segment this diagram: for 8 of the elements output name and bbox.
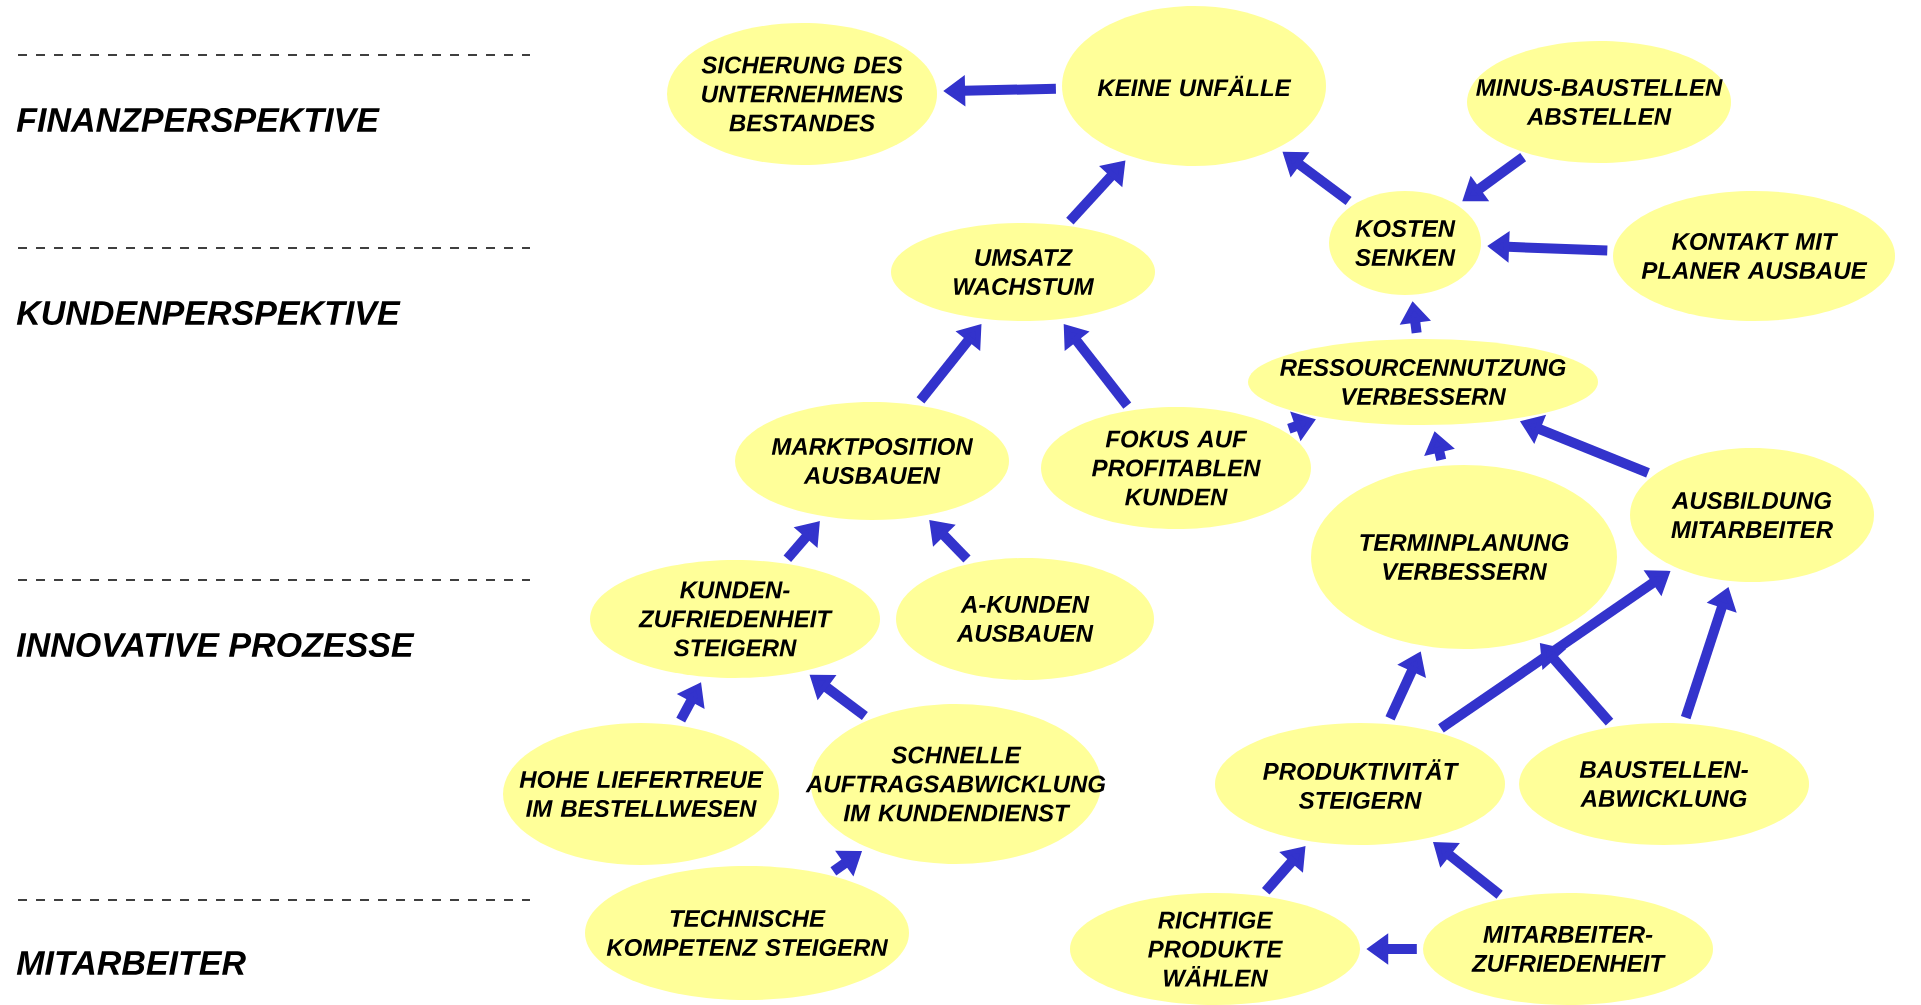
arrow bbox=[916, 324, 982, 404]
perspective-label: FINANZPERSPEKTIVE bbox=[16, 107, 380, 133]
perspective-label: INNOVATIVE PROZESSE bbox=[16, 632, 415, 658]
perspective-label: MITARBEITER bbox=[16, 951, 246, 975]
perspective-label: KUNDENPERSPEKTIVE bbox=[16, 300, 401, 326]
arrow bbox=[1261, 846, 1306, 895]
arrow bbox=[783, 521, 820, 562]
arrow bbox=[929, 520, 971, 563]
